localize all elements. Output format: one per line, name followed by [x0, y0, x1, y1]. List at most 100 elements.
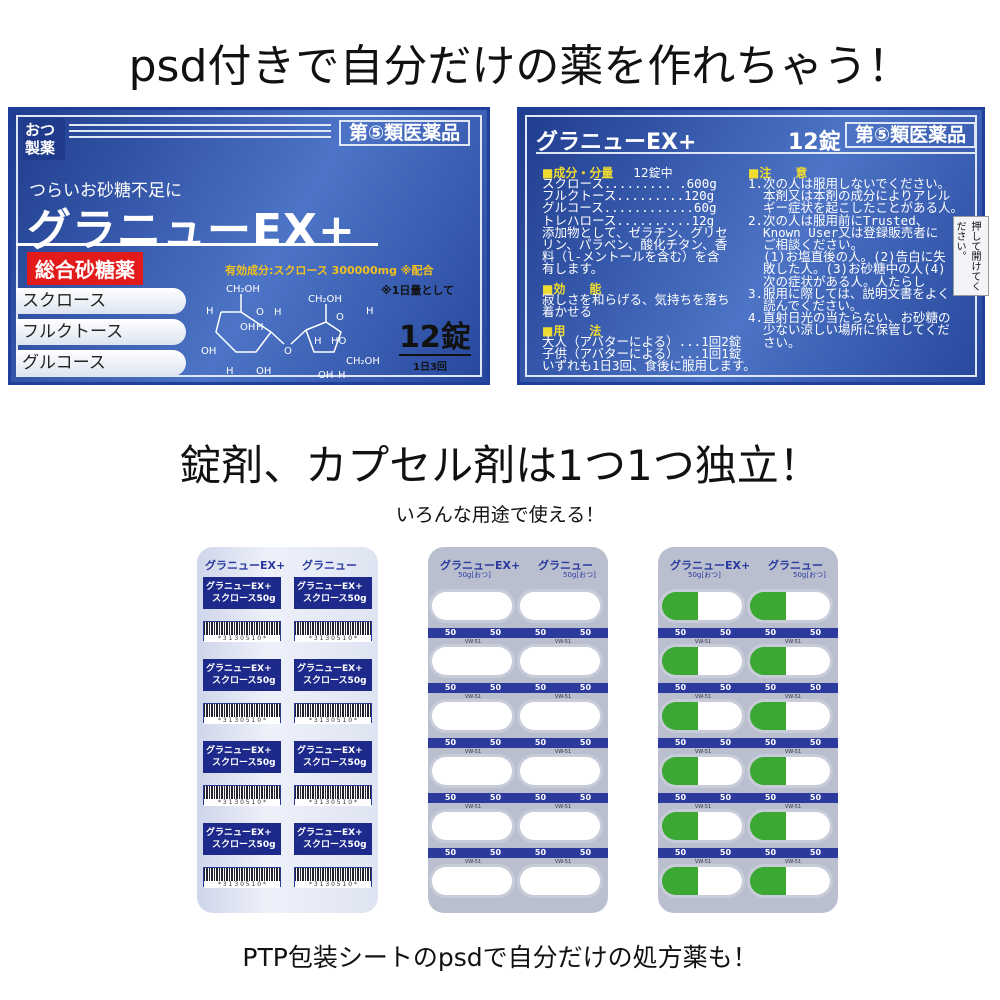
- barcode: * 3 1 3 0 5 1 0 *: [203, 703, 281, 724]
- label-content: スクロース50g: [212, 594, 276, 604]
- band-label: 50: [444, 683, 457, 692]
- barcode: * 3 1 3 0 5 1 0 *: [203, 785, 281, 806]
- label-content: スクロース50g: [212, 840, 276, 850]
- product-label: グラニューEX+スクロース50g: [294, 823, 372, 855]
- section-subtitle: いろんな用途で使える！: [395, 504, 605, 526]
- sheet-header: グラニュー: [302, 559, 357, 572]
- capsule-code: VW-51: [694, 749, 712, 755]
- tagline: つらいお砂糖不足に: [29, 181, 182, 201]
- band-label: 50: [674, 738, 687, 747]
- band-label: 50: [674, 793, 687, 802]
- band-label: 50: [719, 848, 732, 857]
- label-title: グラニューEX+: [297, 664, 363, 674]
- band-label: 50: [809, 738, 822, 747]
- barcode-number: * 3 1 3 0 5 1 0 *: [204, 799, 280, 806]
- product-label: グラニューEX+スクロース50g: [203, 659, 281, 691]
- capsule-code: VW-51: [464, 804, 482, 810]
- green-white-capsule: [750, 867, 830, 895]
- barcode-number: * 3 1 3 0 5 1 0 *: [204, 881, 280, 888]
- sheet-subheader: 50g[おつ]: [793, 571, 826, 579]
- band-label: 50: [809, 683, 822, 692]
- green-white-capsule: [662, 867, 742, 895]
- ingredient-item: スクロース: [16, 288, 186, 314]
- category-badge: 総合砂糖薬: [27, 252, 143, 285]
- product-label: グラニューEX+スクロース50g: [294, 741, 372, 773]
- white-capsule: [520, 867, 600, 895]
- green-white-capsule: [750, 757, 830, 785]
- barcode: * 3 1 3 0 5 1 0 *: [203, 621, 281, 642]
- tablet-blister-sheet: グラニューEX+ グラニューグラニューEX+スクロース50g * 3 1 3 0 5…: [197, 547, 378, 913]
- green-white-capsule: [662, 702, 742, 730]
- formula-label: OH: [256, 366, 271, 377]
- band-label: 50: [534, 793, 547, 802]
- green-white-capsule: [662, 812, 742, 840]
- green-white-capsule: [662, 592, 742, 620]
- white-capsule: [432, 757, 512, 785]
- barcode-number: * 3 1 3 0 5 1 0 *: [204, 635, 280, 642]
- label-content: スクロース50g: [212, 676, 276, 686]
- capsule-code-row: VW-51 VW-51: [658, 859, 838, 865]
- formula-label: CH₂OH: [226, 284, 260, 295]
- active-ingredient: 有効成分:スクロース 300000mg ※配合: [225, 264, 434, 277]
- band-label: 50: [764, 683, 777, 692]
- formula-label: H: [366, 306, 374, 317]
- green-white-capsule: [662, 647, 742, 675]
- capsule-code: VW-51: [784, 859, 802, 865]
- product-name: グラニューEX+: [27, 205, 356, 256]
- label-content: スクロース50g: [212, 758, 276, 768]
- tablet-count: 12錠: [399, 320, 471, 356]
- sheet-header: グラニュー: [768, 559, 823, 572]
- barcode: * 3 1 3 0 5 1 0 *: [294, 703, 372, 724]
- band-label: 50: [534, 848, 547, 857]
- band-label: 50: [579, 738, 592, 747]
- formula-label: OH: [201, 346, 216, 357]
- formula-label: OH: [240, 322, 255, 333]
- band-label: 50: [444, 793, 457, 802]
- band-label: 50: [764, 848, 777, 857]
- band-label: 50: [489, 848, 502, 857]
- sheet-subheader: 50g[おつ]: [688, 571, 721, 579]
- white-capsule: [432, 647, 512, 675]
- capsule-code: VW-51: [694, 694, 712, 700]
- capsule-code: VW-51: [784, 694, 802, 700]
- band-label: 50: [809, 628, 822, 637]
- band-label: 50: [764, 793, 777, 802]
- capsule-code: VW-51: [694, 859, 712, 865]
- capsule-code-row: VW-51 VW-51: [658, 694, 838, 700]
- band-label: 50: [674, 683, 687, 692]
- capsule-code: VW-51: [464, 639, 482, 645]
- sheet-subheader: 50g[おつ]: [458, 571, 491, 579]
- band-label: 50: [534, 738, 547, 747]
- ingredient-item: グルコース: [16, 350, 186, 376]
- label-content: スクロース50g: [303, 594, 367, 604]
- maker-logo: おつ製薬: [23, 118, 65, 160]
- sheet-subheader: 50g[おつ]: [563, 571, 596, 579]
- sheet-header: グラニューEX+: [670, 559, 751, 572]
- white-capsule: [520, 702, 600, 730]
- open-tab[interactable]: 押して開けてください。: [953, 216, 989, 296]
- barcode-number: * 3 1 3 0 5 1 0 *: [204, 717, 280, 724]
- formula-label: H: [338, 370, 346, 381]
- label-content: スクロース50g: [303, 758, 367, 768]
- formula-label: CH₂OH: [346, 356, 380, 367]
- capsule-code: VW-51: [554, 859, 572, 865]
- white-capsule: [520, 592, 600, 620]
- white-capsule: [432, 812, 512, 840]
- formula-label: OH: [318, 370, 333, 381]
- sheet-header: グラニューEX+: [440, 559, 521, 572]
- ingredients-heading: ■成分・分量: [542, 166, 614, 180]
- band-label: 50: [674, 848, 687, 857]
- formula-label: H: [206, 306, 214, 317]
- formula-label: H: [226, 366, 234, 377]
- band-label: 50: [719, 683, 732, 692]
